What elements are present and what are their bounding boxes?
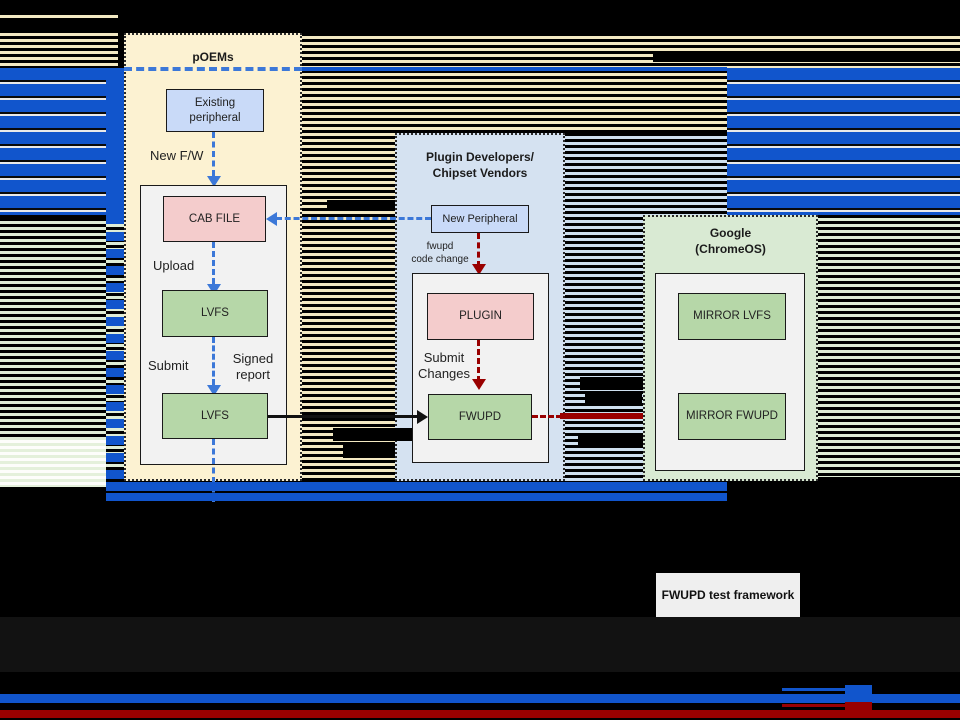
mirror-fwupd-node: MIRROR FWUPD xyxy=(678,393,786,440)
plugin-label: PLUGIN xyxy=(459,310,502,323)
existing-peripheral-node: Existing peripheral xyxy=(166,89,264,132)
stripe-region-above-google xyxy=(643,133,727,215)
redacted-bar xyxy=(578,435,643,447)
stripe-region-right-of-google xyxy=(818,215,960,477)
submit-changes-arrow-line xyxy=(477,340,480,382)
new-fw-label: New F/W xyxy=(150,148,204,163)
cab-file-node: CAB FILE xyxy=(163,196,266,242)
new-peripheral-label: New Peripheral xyxy=(442,212,518,225)
bottom-blue-bar-1 xyxy=(106,482,727,491)
redacted-bar xyxy=(580,377,643,390)
upload-label: Upload xyxy=(153,258,195,273)
fwupd-to-mirror-line-solid xyxy=(560,413,643,419)
plugin-devs-title: Plugin Developers/ Chipset Vendors xyxy=(425,150,535,181)
lvfs-bottom-label: LVFS xyxy=(201,409,229,422)
plugin-node: PLUGIN xyxy=(427,293,534,340)
stripe-region-above-plugin xyxy=(395,70,565,133)
redacted-bar xyxy=(585,392,642,404)
upload-arrowhead xyxy=(207,284,221,295)
new-peripheral-to-cab-line xyxy=(276,217,431,220)
mirror-fwupd-label: MIRROR FWUPD xyxy=(686,410,778,423)
blue-column-solid xyxy=(106,68,124,215)
bottom-thin-blue-line xyxy=(782,688,845,691)
new-fw-arrow-line xyxy=(212,132,215,176)
redacted-bar xyxy=(333,428,412,441)
lvfs-to-fwupd-line xyxy=(268,415,418,418)
code-change-arrow-line xyxy=(477,233,480,267)
fwupd-label: FWUPD xyxy=(458,410,502,423)
submit-label: Submit xyxy=(148,358,189,373)
blue-divider-line xyxy=(302,67,727,71)
lvfs-top-node: LVFS xyxy=(162,290,268,337)
lvfs-tail-dashed-line xyxy=(212,439,215,502)
bottom-full-red-bar xyxy=(0,710,960,718)
lvfs-bottom-node: LVFS xyxy=(162,393,268,439)
stripe-region-left-lower xyxy=(0,440,106,487)
cab-arrowhead xyxy=(266,212,277,226)
code-change-arrowhead xyxy=(472,264,486,275)
mirror-lvfs-node: MIRROR LVFS xyxy=(678,293,786,340)
stripe-region-right-of-plugin xyxy=(565,133,643,481)
redacted-bar xyxy=(0,18,118,30)
bottom-full-blue-bar xyxy=(0,694,960,703)
blue-band-left xyxy=(0,68,106,215)
stripe-region-left xyxy=(0,218,106,440)
submit-changes-arrowhead xyxy=(472,379,486,390)
redacted-bar xyxy=(343,445,395,458)
redacted-bar xyxy=(327,200,395,209)
fwupd-node: FWUPD xyxy=(428,394,532,440)
stripe-region-mid xyxy=(565,70,727,133)
stripe-region-top xyxy=(302,33,960,70)
bottom-blue-bar-2 xyxy=(106,493,727,501)
fwupd-arrowhead xyxy=(417,410,428,424)
mirror-lvfs-label: MIRROR LVFS xyxy=(693,310,771,323)
blue-dashed-column xyxy=(106,215,124,487)
new-fw-arrowhead xyxy=(207,176,221,187)
bottom-thin-red-line xyxy=(782,704,845,707)
cab-file-label: CAB FILE xyxy=(188,212,241,225)
fwupd-to-mirror-line-dash xyxy=(532,415,562,418)
submit-arrowhead xyxy=(207,385,221,396)
submit-arrow-line xyxy=(212,337,215,385)
blue-band-right xyxy=(727,68,960,215)
fwupd-test-framework-label: FWUPD test framework xyxy=(661,588,795,602)
submit-changes-label: Submit Changes xyxy=(417,350,471,382)
fwupd-test-framework-box: FWUPD test framework xyxy=(656,573,800,617)
stripe-region-mid-left xyxy=(302,70,395,481)
signed-report-label: Signed report xyxy=(232,351,274,383)
poems-title: pOEMs xyxy=(192,50,234,64)
code-change-label: fwupd code change xyxy=(411,241,469,265)
lvfs-top-label: LVFS xyxy=(201,307,229,320)
google-title: Google (ChromeOS) xyxy=(695,226,766,257)
new-peripheral-node: New Peripheral xyxy=(431,205,529,233)
existing-peripheral-label: Existing peripheral xyxy=(189,96,241,124)
redacted-bar xyxy=(653,52,960,62)
upload-arrow-line xyxy=(212,242,215,284)
poems-divider-dashed-line xyxy=(124,67,302,71)
bottom-dark-band xyxy=(0,617,960,672)
